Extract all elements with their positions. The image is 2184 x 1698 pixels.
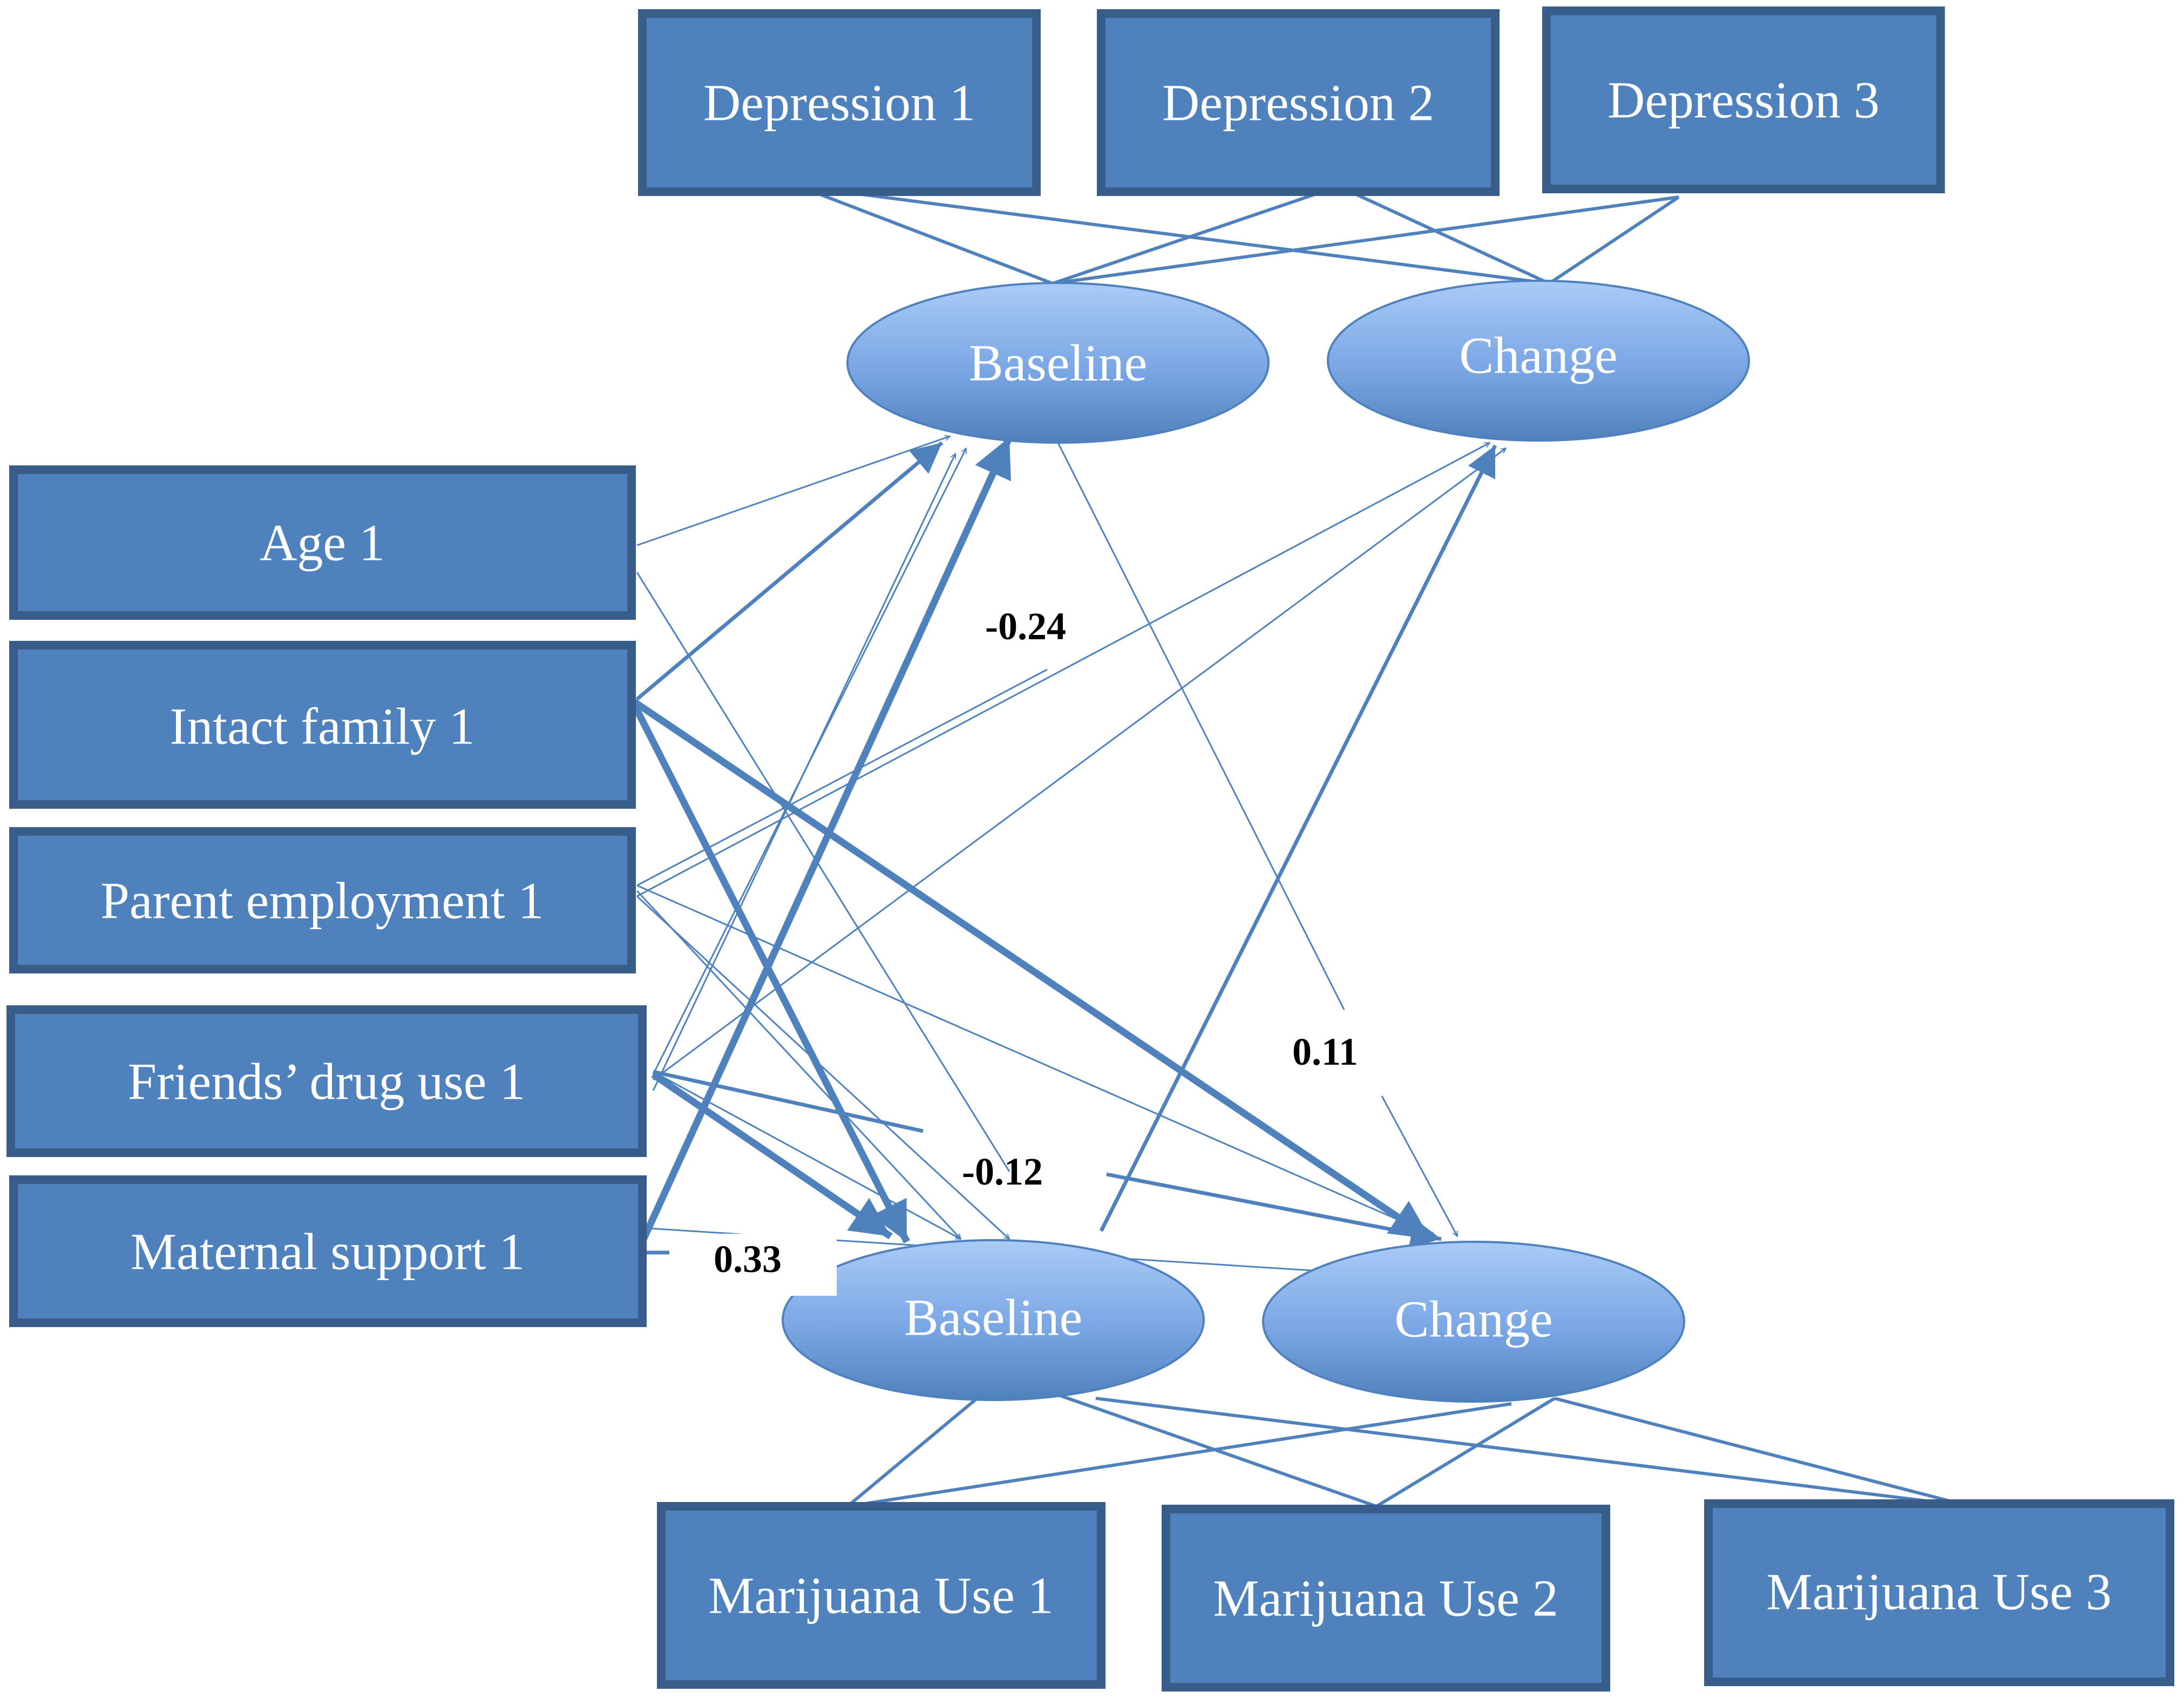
path-age-to-mjchange [636,572,1010,1172]
indicator-depression-3: Depression 3 [1542,6,1945,193]
loading-dep3-baseline [1052,195,1679,285]
covariate-label: Age 1 [260,514,385,572]
path-parent-to-mjbase-b [636,895,1009,1239]
covariate-parent-employment: Parent employment 1 [9,827,636,973]
loading-change-mj2 [1375,1397,1556,1508]
indicator-label: Marijuana Use 3 [1766,1563,2112,1621]
latent-label: Change [1459,327,1617,384]
loading-dep1-baseline [798,185,1054,285]
loading-dep3-change [1548,195,1680,285]
loading-dep2-change [1338,185,1550,285]
covariate-boxes: Age 1 Intact family 1 Parent employment … [6,465,647,1327]
path-friends-to-depchange [653,447,1506,1081]
indicator-depression-2: Depression 2 [1097,9,1500,196]
latent-depression-baseline: Baseline [846,282,1270,444]
indicator-marijuana-use-3: Marijuana Use 3 [1704,1499,2174,1686]
coefficient-label: -0.12 [962,1150,1043,1193]
coefficient-label: 0.33 [714,1237,782,1281]
path-parent-to-depchange-2 [636,442,1490,897]
path-intact-to-mjchange [632,699,1433,1242]
top-latents: Baseline Change [846,280,1750,444]
bottom-indicator-boxes: Marijuana Use 1 Marijuana Use 2 Marijuan… [657,1499,2174,1692]
path-intact-to-depbaseline [635,441,944,701]
coefficients: -0.24 0.11 -0.12 0.33 [714,605,1358,1281]
path-depbaseline-to-mjchange-2 [1381,1095,1459,1236]
label-patch [675,1234,837,1296]
indicator-label: Depression 1 [703,74,975,132]
indicator-depression-1: Depression 1 [638,9,1041,196]
covariate-maternal-support: Maternal support 1 [9,1175,647,1327]
top-indicator-boxes: Depression 1 Depression 2 Depression 3 [638,6,1945,196]
indicator-label: Depression 2 [1162,74,1434,132]
covariate-intact-family: Intact family 1 [9,641,636,809]
path-parent-to-mjchange [636,884,1436,1236]
path-friends-to-mjbaseline [651,1071,893,1240]
indicator-label: Marijuana Use 1 [708,1567,1054,1625]
path-friends-to-mjchange-b [1106,1172,1442,1248]
path-age-to-depbaseline [636,436,950,546]
latent-marijuana-baseline: Baseline [782,1239,1205,1401]
loading-dep1-change [798,185,1550,285]
loading-baseline-mj3 [1095,1397,1971,1508]
latent-label: Change [1394,1290,1552,1348]
thin-paths [636,436,1506,1271]
path-intact-to-mjbaseline [631,703,910,1243]
latent-label: Baseline [904,1289,1083,1347]
covariate-age: Age 1 [9,465,636,620]
coefficient-label: -0.24 [985,605,1066,648]
indicator-marijuana-use-2: Marijuana Use 2 [1162,1505,1610,1692]
indicator-label: Marijuana Use 2 [1213,1570,1558,1627]
path-maternal-to-depbaseline [639,436,1013,1243]
covariate-label: Intact family 1 [169,698,474,755]
indicator-marijuana-use-1: Marijuana Use 1 [657,1502,1105,1689]
path-mjbaseline-to-depchange [1099,444,1497,1232]
latent-marijuana-change: Change [1262,1241,1685,1403]
thick-paths [631,436,1433,1243]
path-parent-to-depchange [636,668,1048,887]
path-depbaseline-to-mjchange [1057,442,1345,1010]
mid-paths [635,441,1497,1255]
latent-label: Baseline [969,334,1148,392]
covariate-label: Parent employment 1 [100,872,544,930]
indicator-label: Depression 3 [1608,71,1880,129]
loading-change-mj1 [847,1402,1512,1508]
path-friends-to-depbaseline-b [652,454,957,1091]
path-parent-to-mjbase-a [636,890,961,1239]
covariate-label: Maternal support 1 [131,1223,525,1281]
coefficient-label: 0.11 [1292,1030,1358,1073]
path-friends-to-mjchange-a [653,1070,924,1133]
covariate-label: Friends’ drug use 1 [128,1053,526,1111]
covariate-friends-drug-use: Friends’ drug use 1 [6,1005,647,1157]
top-loadings [798,185,1680,285]
loading-dep2-baseline [1052,185,1339,285]
latent-depression-change: Change [1327,280,1750,442]
loading-change-mj3 [1554,1397,1971,1508]
path-friends-to-mjbase-thin [653,1071,961,1240]
bottom-latents: Baseline Change [782,1239,1685,1403]
